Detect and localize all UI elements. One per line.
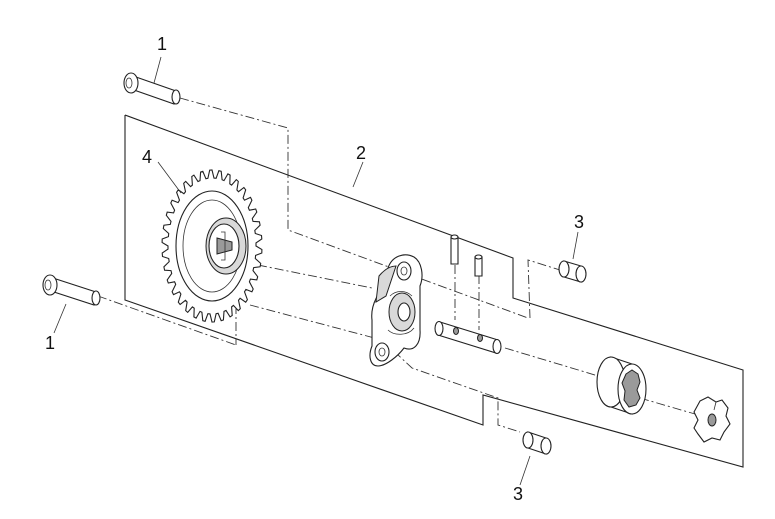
leader-lines — [53, 56, 579, 486]
pump-cover-plate-part — [369, 254, 423, 367]
callout-dowel-bottom: 3 — [513, 484, 523, 504]
drive-gear-part — [161, 169, 263, 323]
inner-rotor-part — [693, 396, 731, 443]
dowel-right-part — [558, 260, 587, 283]
callout-bolt-top: 1 — [157, 34, 167, 54]
outer-rotor-part — [596, 356, 647, 415]
pump-shaft-part — [434, 320, 502, 355]
assembly-boundary — [124, 114, 744, 468]
bolt-top-part — [123, 72, 181, 105]
callout-bolt-bottom: 1 — [45, 333, 55, 353]
bolt-bottom-part — [42, 274, 101, 306]
callout-gear: 4 — [142, 147, 152, 167]
callout-pump-assembly: 2 — [356, 143, 366, 163]
dowel-bottom-part — [522, 431, 552, 455]
callout-dowel-right: 3 — [574, 212, 584, 232]
pin-right-part — [474, 254, 483, 277]
pin-left-part — [450, 234, 459, 265]
